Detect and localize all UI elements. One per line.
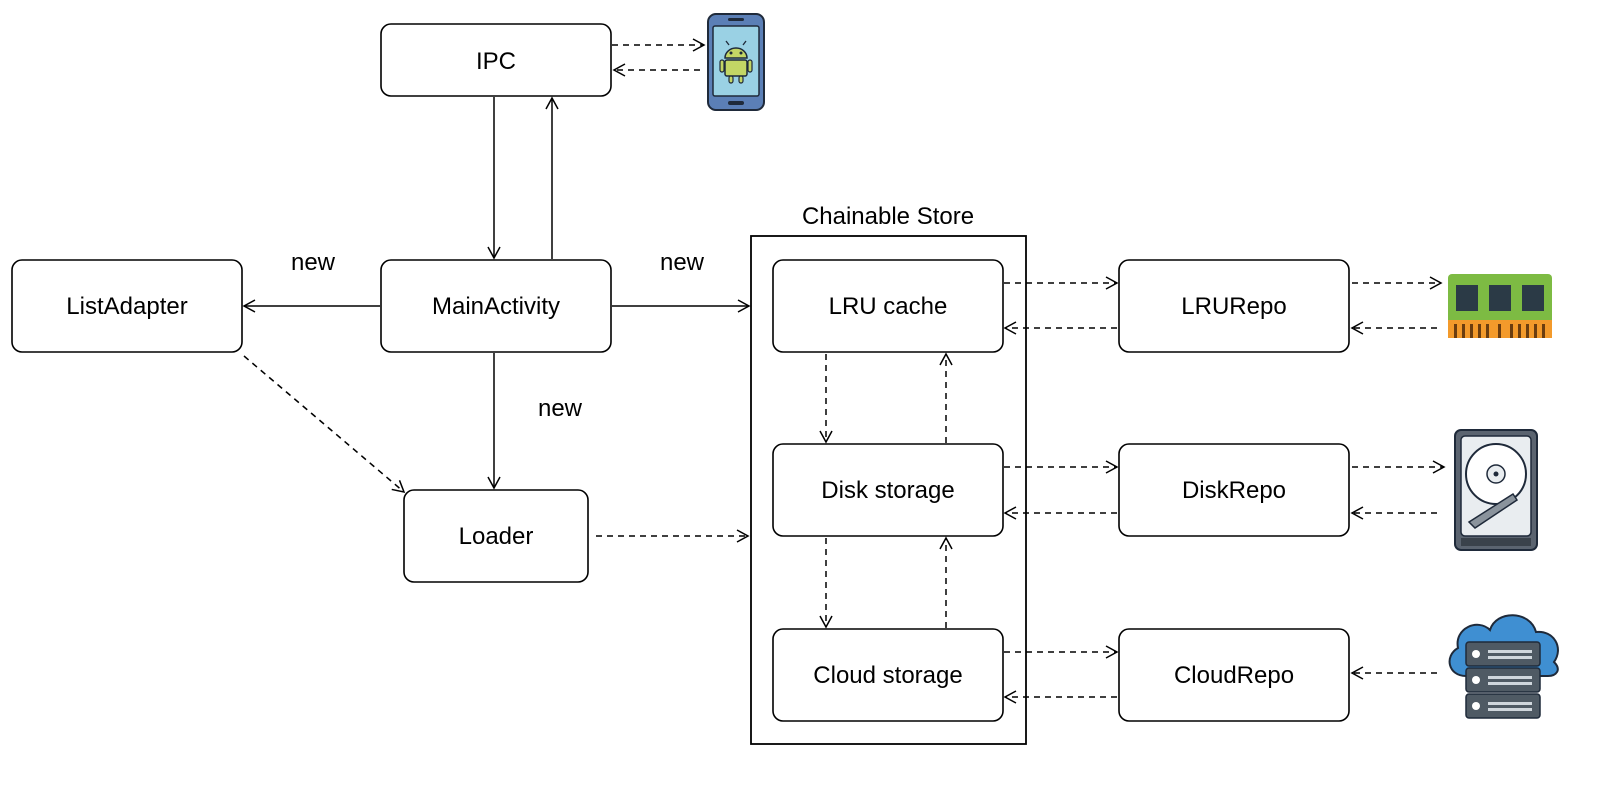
node-disk-storage[interactable]: Disk storage xyxy=(772,443,1004,537)
node-disk-repo-label: DiskRepo xyxy=(1182,477,1286,504)
edge-label-main-to-store: new xyxy=(660,249,705,276)
node-main-activity[interactable]: MainActivity xyxy=(380,259,612,353)
node-cloud-repo[interactable]: CloudRepo xyxy=(1118,628,1350,722)
node-lru-repo-label: LRURepo xyxy=(1181,293,1286,320)
node-list-adapter[interactable]: ListAdapter xyxy=(11,259,243,353)
node-cloud-storage[interactable]: Cloud storage xyxy=(772,628,1004,722)
node-loader-label: Loader xyxy=(459,523,534,550)
android-phone-icon xyxy=(707,13,765,111)
edge-list-adapter-to-loader xyxy=(243,355,406,494)
node-lru-repo[interactable]: LRURepo xyxy=(1118,259,1350,353)
edge-label-main-to-list: new xyxy=(291,249,336,276)
ram-icon xyxy=(1448,274,1552,338)
cloud-server-icon xyxy=(1448,614,1559,719)
node-ipc-label: IPC xyxy=(476,48,516,75)
chainable-store-title: Chainable Store xyxy=(802,203,974,230)
node-cloud-storage-label: Cloud storage xyxy=(813,662,962,689)
node-lru-cache-label: LRU cache xyxy=(829,293,948,320)
hard-drive-icon xyxy=(1454,429,1538,551)
node-main-activity-label: MainActivity xyxy=(432,293,560,320)
node-ipc[interactable]: IPC xyxy=(380,23,612,97)
node-disk-storage-label: Disk storage xyxy=(821,477,954,504)
node-lru-cache[interactable]: LRU cache xyxy=(772,259,1004,353)
node-cloud-repo-label: CloudRepo xyxy=(1174,662,1294,689)
node-loader[interactable]: Loader xyxy=(403,489,589,583)
node-disk-repo[interactable]: DiskRepo xyxy=(1118,443,1350,537)
node-list-adapter-label: ListAdapter xyxy=(66,293,187,320)
edge-label-main-to-loader: new xyxy=(538,395,583,422)
